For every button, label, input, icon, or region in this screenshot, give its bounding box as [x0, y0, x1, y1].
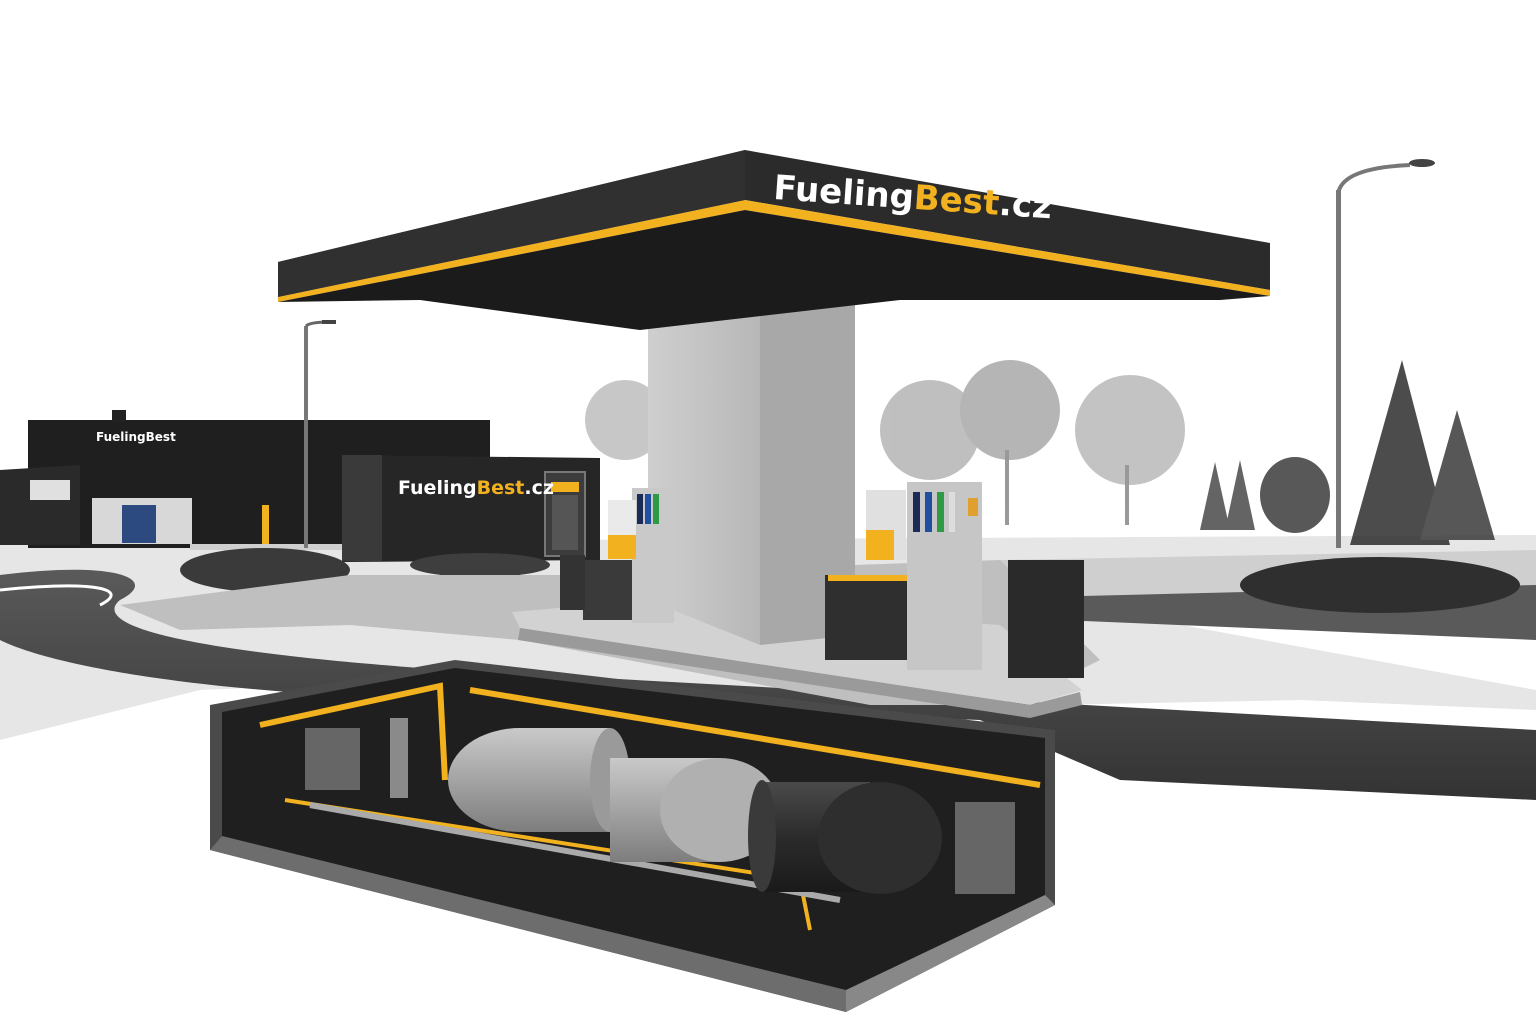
- kiosk-building: [342, 455, 600, 562]
- canopy-pillar: [648, 275, 855, 645]
- pump-right: [825, 482, 1084, 678]
- warehouse-brand-logo: FuelingBest: [96, 430, 176, 444]
- canopy: [278, 150, 1270, 330]
- underground-tank-pit: [210, 660, 1055, 1012]
- kiosk-brand-white: Fueling: [398, 477, 477, 499]
- kiosk-brand-yellow: Best: [476, 477, 525, 499]
- trees: [585, 360, 1495, 545]
- pump-left: [560, 488, 674, 623]
- canopy-brand-yellow: Best: [912, 177, 1001, 224]
- kiosk-brand-logo: FuelingBest.cz: [398, 477, 554, 499]
- kiosk-brand-suffix: .cz: [524, 477, 554, 499]
- street-lamp-right: [1336, 159, 1435, 548]
- canopy-brand-suffix: .cz: [997, 183, 1054, 228]
- street-lamp-left: [304, 320, 336, 548]
